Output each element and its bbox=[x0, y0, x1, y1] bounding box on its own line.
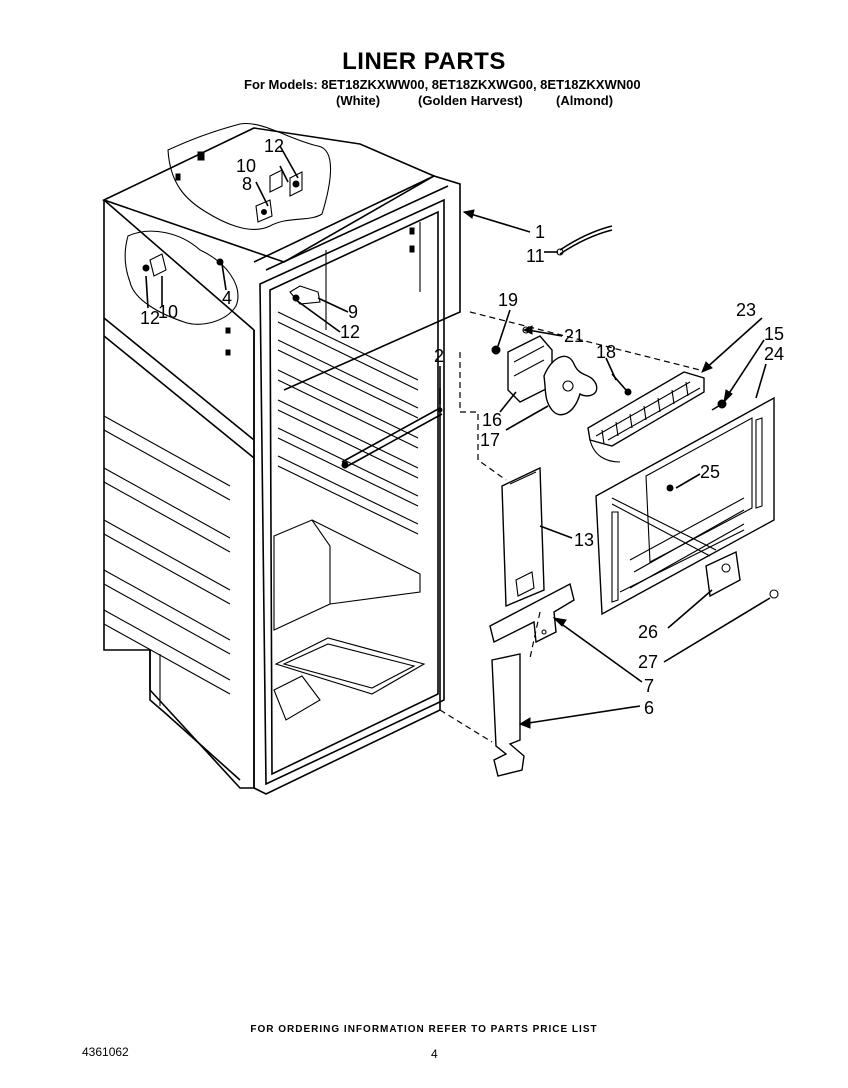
part-13-duct bbox=[501, 466, 545, 608]
liner-cabinet bbox=[101, 122, 461, 795]
part-26-cover bbox=[705, 550, 741, 598]
callout-16: 16 bbox=[482, 410, 502, 430]
color-white: (White) bbox=[336, 93, 381, 108]
callout-21: 21 bbox=[564, 326, 584, 346]
callout-10-left: 10 bbox=[158, 302, 178, 322]
control-clips bbox=[142, 169, 321, 305]
callout-2: 2 bbox=[434, 346, 444, 366]
callout-11: 11 bbox=[526, 246, 545, 266]
color-almond: (Almond) bbox=[556, 93, 614, 108]
callout-9: 9 bbox=[348, 302, 358, 322]
part-24-panel bbox=[595, 396, 775, 616]
page-number: 4 bbox=[431, 1047, 438, 1061]
part-23-grille bbox=[587, 371, 705, 463]
callout-25: 25 bbox=[700, 462, 720, 482]
callout-12-left: 12 bbox=[140, 308, 160, 328]
leader-lines bbox=[145, 145, 771, 743]
callout-13: 13 bbox=[574, 530, 594, 550]
callout-15: 15 bbox=[764, 324, 784, 344]
callout-numbers: 1 11 12 10 8 4 12 10 9 12 2 19 21 18 23 … bbox=[140, 136, 784, 718]
part-11-wire bbox=[556, 225, 613, 256]
document-number: 4361062 bbox=[82, 1045, 129, 1059]
callout-12-mid: 12 bbox=[340, 322, 360, 342]
callout-23: 23 bbox=[736, 300, 756, 320]
part-27-plug bbox=[769, 589, 779, 599]
callout-8: 8 bbox=[242, 174, 252, 194]
fan-motor-assembly bbox=[491, 326, 598, 416]
part-2-rod bbox=[341, 407, 443, 469]
callout-19: 19 bbox=[498, 290, 518, 310]
callout-4: 4 bbox=[222, 288, 232, 308]
part-6-duct bbox=[491, 653, 525, 777]
color-golden-harvest: (Golden Harvest) bbox=[418, 93, 523, 108]
callout-10-top: 10 bbox=[236, 156, 256, 176]
callout-17: 17 bbox=[480, 430, 500, 450]
page-title: LINER PARTS bbox=[342, 48, 506, 75]
part-7-bracket bbox=[489, 582, 575, 644]
callout-24: 24 bbox=[764, 344, 784, 364]
callout-6: 6 bbox=[644, 698, 654, 718]
callout-7: 7 bbox=[644, 676, 654, 696]
callout-27: 27 bbox=[638, 652, 658, 672]
shelf-rails bbox=[277, 311, 419, 535]
callout-12-top: 12 bbox=[264, 136, 284, 156]
callout-26: 26 bbox=[638, 622, 658, 642]
model-list: For Models: 8ET18ZKXWW00, 8ET18ZKXWG00, … bbox=[244, 77, 641, 92]
callout-1: 1 bbox=[535, 222, 545, 242]
callout-18: 18 bbox=[596, 342, 616, 362]
ordering-info-note: FOR ORDERING INFORMATION REFER TO PARTS … bbox=[250, 1024, 598, 1035]
